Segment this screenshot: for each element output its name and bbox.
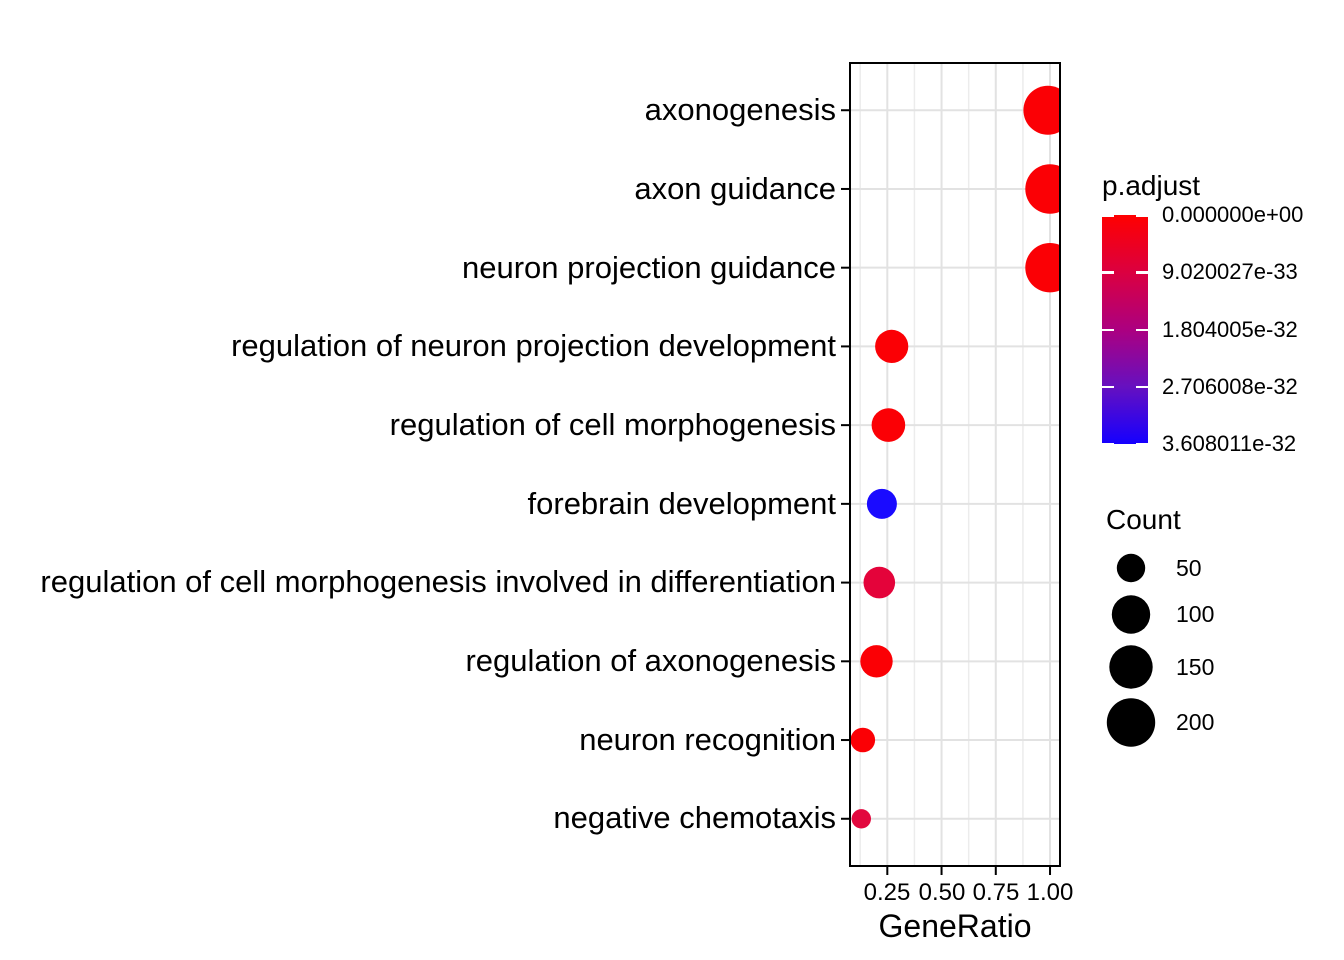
p-adjust-tick-label: 3.608011e-32 bbox=[1162, 431, 1297, 456]
colorbar-tick bbox=[1136, 385, 1148, 389]
y-tick-label: regulation of axonogenesis bbox=[465, 643, 836, 678]
x-tick-label: 1.00 bbox=[1026, 879, 1074, 906]
colorbar-tick bbox=[1136, 443, 1148, 444]
y-tick-label: forebrain development bbox=[527, 486, 836, 521]
count-legend-circle bbox=[1109, 645, 1153, 689]
y-tick-label: regulation of cell morphogenesis involve… bbox=[40, 564, 836, 599]
colorbar-tick bbox=[1102, 328, 1114, 331]
p-adjust-legend-title: p.adjust bbox=[1102, 170, 1201, 201]
y-tick-label: negative chemotaxis bbox=[553, 800, 836, 835]
y-tick-label: axon guidance bbox=[634, 171, 836, 206]
data-point bbox=[860, 645, 893, 678]
y-tick-label: regulation of neuron projection developm… bbox=[231, 328, 836, 363]
x-tick-label: 0.50 bbox=[918, 879, 966, 906]
data-point bbox=[1025, 164, 1060, 214]
colorbar-tick bbox=[1136, 215, 1148, 217]
p-adjust-tick-label: 2.706008e-32 bbox=[1162, 374, 1298, 399]
count-legend-label: 200 bbox=[1176, 709, 1215, 735]
x-tick-label: 0.75 bbox=[972, 879, 1020, 906]
count-legend-circle bbox=[1106, 698, 1156, 747]
count-legend-circle bbox=[1111, 595, 1151, 634]
p-adjust-tick-label: 0.000000e+00 bbox=[1162, 202, 1304, 227]
y-tick-label: neuron recognition bbox=[579, 722, 836, 757]
data-point bbox=[851, 809, 871, 829]
y-tick-label: neuron projection guidance bbox=[462, 250, 836, 285]
colorbar-tick bbox=[1102, 271, 1114, 274]
x-axis-title: GeneRatio bbox=[878, 908, 1032, 944]
y-tick-label: regulation of cell morphogenesis bbox=[389, 407, 836, 442]
colorbar-tick bbox=[1102, 443, 1114, 444]
p-adjust-tick-label: 9.020027e-33 bbox=[1162, 259, 1298, 284]
count-legend-label: 150 bbox=[1176, 654, 1215, 680]
count-legend-title: Count bbox=[1106, 504, 1181, 535]
p-adjust-colorbar bbox=[1102, 215, 1148, 444]
data-point bbox=[863, 566, 896, 599]
count-legend-label: 50 bbox=[1176, 555, 1202, 581]
data-point bbox=[866, 488, 897, 519]
data-point bbox=[1023, 85, 1060, 135]
colorbar-tick bbox=[1102, 385, 1114, 389]
colorbar-tick bbox=[1102, 215, 1114, 217]
x-tick-label: 0.25 bbox=[863, 879, 911, 906]
y-tick-label: axonogenesis bbox=[644, 92, 836, 127]
count-legend-circle bbox=[1116, 553, 1146, 583]
colorbar-tick bbox=[1136, 328, 1148, 331]
p-adjust-tick-label: 1.804005e-32 bbox=[1162, 317, 1298, 342]
data-point bbox=[871, 408, 906, 442]
data-point bbox=[1025, 243, 1060, 293]
data-point bbox=[875, 329, 909, 363]
count-legend-label: 100 bbox=[1176, 601, 1215, 627]
data-point bbox=[850, 727, 876, 753]
colorbar-tick bbox=[1136, 271, 1148, 274]
